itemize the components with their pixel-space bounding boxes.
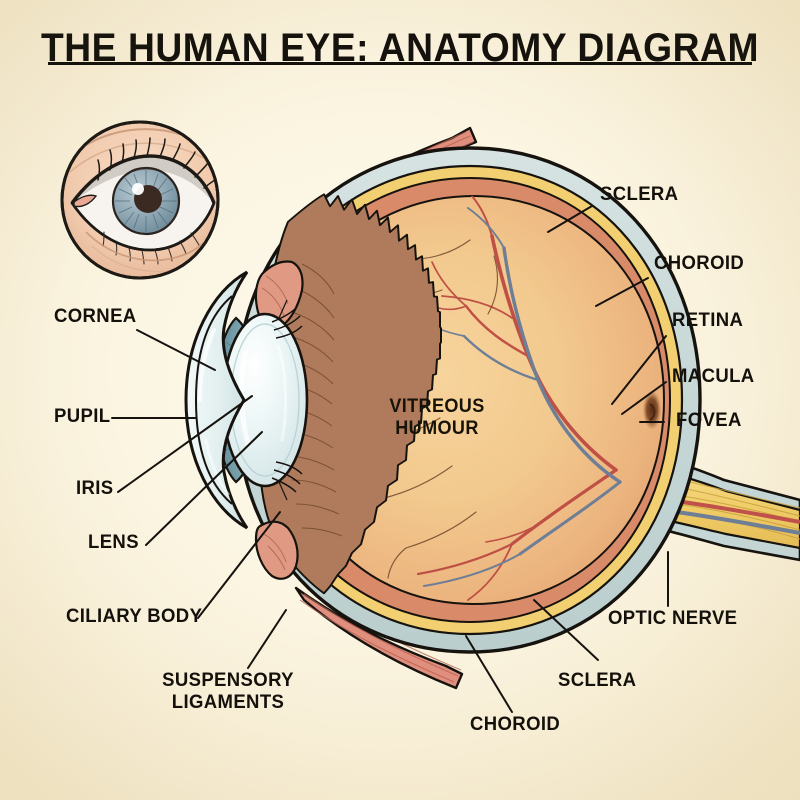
leader-cornea	[136, 329, 216, 371]
ciliary-body	[254, 260, 304, 580]
label-ciliary-body: CILIARY BODY	[66, 605, 203, 627]
leader-lens	[145, 431, 263, 546]
leader-macula	[621, 381, 667, 415]
label-macula: MACULA	[672, 365, 755, 387]
fovea-depression	[649, 403, 656, 421]
label-fovea: FOVEA	[676, 409, 742, 431]
macula-region	[643, 391, 661, 429]
label-iris: IRIS	[76, 477, 114, 499]
leader-choroid-bottom	[465, 635, 513, 713]
external-eye-inset	[60, 120, 220, 280]
title-divider	[48, 62, 752, 65]
label-cornea: CORNEA	[54, 305, 137, 327]
label-pupil: PUPIL	[54, 405, 111, 427]
label-lens: LENS	[88, 531, 139, 553]
label-suspensory-ligaments: SUSPENSORY LIGAMENTS	[162, 669, 294, 713]
leader-lines	[111, 205, 669, 713]
label-vitreous-humour: VITREOUS HUMOUR	[389, 396, 485, 440]
cornea	[184, 270, 249, 530]
leader-retina	[611, 335, 667, 405]
leader-sclera-bottom	[533, 599, 599, 661]
leader-sclera-top	[547, 205, 593, 233]
leader-choroid-top	[595, 277, 649, 307]
leader-ciliary-body	[197, 511, 281, 619]
leader-suspensory-ligaments	[247, 609, 287, 669]
label-sclera-bottom: SCLERA	[558, 669, 637, 691]
leader-iris	[117, 395, 253, 493]
label-choroid-bottom: CHOROID	[470, 713, 561, 735]
suspensory-ligaments	[271, 299, 303, 501]
label-optic-nerve: OPTIC NERVE	[608, 607, 738, 629]
label-sclera-top: SCLERA	[600, 183, 679, 205]
label-choroid-top: CHOROID	[654, 252, 745, 274]
label-retina: RETINA	[672, 309, 744, 331]
